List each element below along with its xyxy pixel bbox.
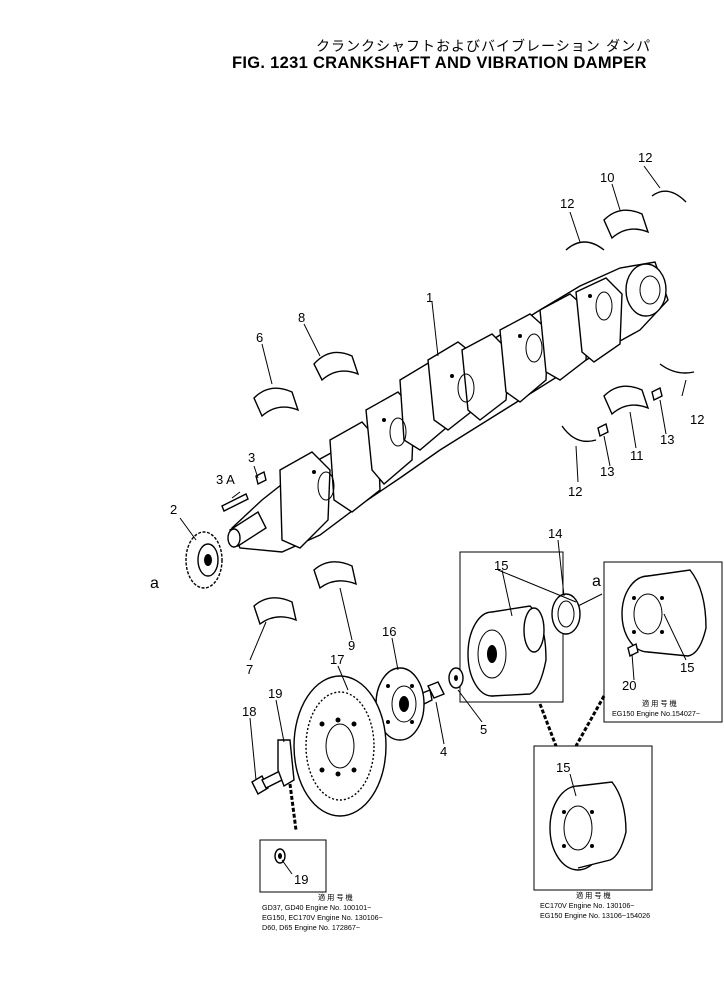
- reference-a-left: a: [150, 575, 159, 592]
- callout-8: 8: [298, 310, 305, 325]
- thrust-washer-12c: [659, 363, 695, 374]
- pulley-variant-box-right: [603, 561, 723, 723]
- callout-15-lower: 15: [556, 760, 570, 775]
- woodruff-key: [221, 493, 249, 512]
- note-lockplate-line-3: D60, D65 Engine No. 172867~: [262, 923, 360, 932]
- callout-12-topright: 12: [638, 150, 652, 165]
- pin-13b: [597, 422, 609, 438]
- callout-19-inset: 19: [294, 872, 308, 887]
- callout-20: 20: [622, 678, 636, 693]
- callout-13-left: 13: [600, 464, 614, 479]
- callout-3: 3: [248, 450, 255, 465]
- figure-title: FIG. 1231 CRANKSHAFT AND VIBRATION DAMPE…: [232, 54, 647, 72]
- note-lockplate-line-1: GD37, GD40 Engine No. 100101~: [262, 903, 371, 912]
- crank-pulley-variant-right: [621, 569, 707, 658]
- leader-lines: [179, 165, 687, 875]
- thrust-washer-12d: [561, 425, 597, 443]
- reference-a-right: a: [592, 573, 601, 590]
- crank-pulley-variant-lower: [549, 781, 627, 871]
- callout-15-pulley: 15: [494, 558, 508, 573]
- note-lower-line-2: EG150 Engine No. 13106~154026: [540, 911, 650, 920]
- note-lower-line-1: EC170V Engine No. 130106~: [540, 901, 635, 910]
- note-lockplate-line-2: EG150, EC170V Engine No. 130106~: [262, 913, 383, 922]
- lock-plate-variant-box: [259, 839, 327, 893]
- thrust-washer-12a: [565, 241, 605, 251]
- note-lower-box: 適 用 号 機 EC170V Engine No. 130106~ EG150 …: [540, 891, 650, 920]
- callout-12-bottom: 12: [568, 484, 582, 499]
- vibration-damper: [293, 675, 387, 817]
- note-right-line-1: EG150 Engine No.154027~: [612, 709, 700, 718]
- main-bearing-7: [253, 597, 297, 626]
- callout-6: 6: [256, 330, 263, 345]
- washer-5: [448, 667, 464, 689]
- note-lockplate-box: 適 用 号 機 GD37, GD40 Engine No. 100101~ EG…: [262, 893, 383, 932]
- callout-11: 11: [630, 448, 644, 463]
- front-oil-seal: [551, 593, 581, 635]
- crank-pulley: [467, 605, 547, 697]
- main-bearing-11: [603, 385, 650, 416]
- callout-12-top: 12: [560, 196, 574, 211]
- pulley-variant-box-lower: [533, 745, 653, 891]
- callout-14: 14: [548, 526, 562, 541]
- callout-9: 9: [348, 638, 355, 653]
- callout-10: 10: [600, 170, 614, 185]
- callout-5: 5: [480, 722, 487, 737]
- callout-3a: 3 A: [216, 472, 235, 487]
- note-right-header: 適 用 号 機: [642, 699, 677, 708]
- lock-plate-arrow: [288, 783, 298, 831]
- callout-15-right: 15: [680, 660, 694, 675]
- callout-18: 18: [242, 704, 256, 719]
- variant-arrows: [538, 695, 606, 747]
- callout-2: 2: [170, 502, 177, 517]
- main-bearing-10: [603, 209, 650, 240]
- callout-16: 16: [382, 624, 396, 639]
- washer-variant-19: [274, 848, 286, 864]
- callout-12-right: 12: [690, 412, 704, 427]
- thrust-washer-12b: [651, 190, 687, 203]
- pin-13a: [651, 386, 663, 402]
- note-lockplate-header: 適 用 号 機: [318, 893, 353, 902]
- crankshaft: [227, 261, 669, 553]
- lock-plate-19: [277, 739, 295, 788]
- callout-1: 1: [426, 290, 433, 305]
- crank-gear: [185, 531, 223, 589]
- dowel-pin-3: [255, 470, 267, 486]
- main-bearing-8: [313, 351, 360, 382]
- callout-4: 4: [440, 744, 447, 759]
- callout-13-right: 13: [660, 432, 674, 447]
- main-bearing-6: [253, 387, 300, 418]
- note-right-box: 適 用 号 機 EG150 Engine No.154027~: [612, 699, 700, 718]
- title-japanese: クランクシャフトおよびバイブレーション ダンパ: [316, 39, 652, 55]
- ref-arrow-a: [577, 593, 603, 607]
- callout-19: 19: [268, 686, 282, 701]
- note-lower-header: 適 用 号 機: [576, 891, 611, 900]
- callout-17: 17: [330, 652, 344, 667]
- callout-7: 7: [246, 662, 253, 677]
- main-bearing-9: [313, 561, 357, 590]
